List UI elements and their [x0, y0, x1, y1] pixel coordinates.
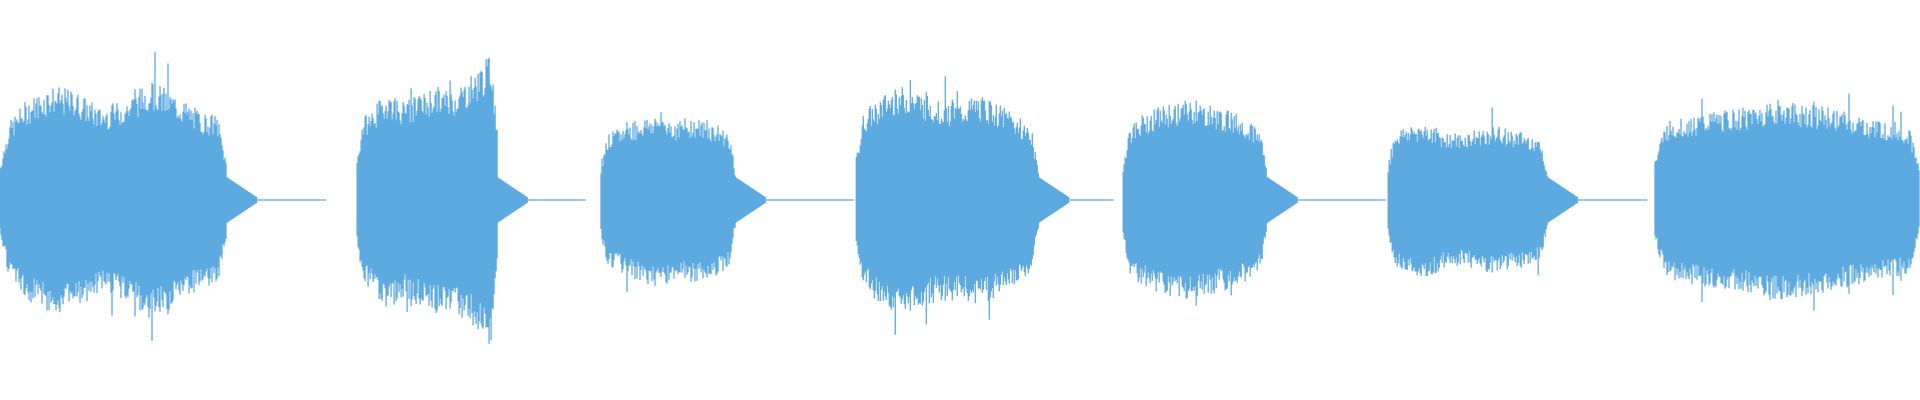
waveform-segments	[0, 51, 1920, 344]
segment-6	[1387, 107, 1648, 276]
segment-4-body	[855, 76, 1039, 335]
segment-5-body	[1122, 100, 1268, 306]
segment-3-body	[600, 112, 736, 293]
segment-4-decay	[1038, 177, 1070, 223]
segment-5-decay	[1266, 177, 1298, 223]
segment-5	[1122, 100, 1387, 306]
segment-2	[356, 57, 586, 344]
segment-6-decay	[1547, 177, 1578, 223]
segment-6-body	[1387, 107, 1548, 276]
segment-2-decay	[496, 177, 528, 223]
segment-7-body	[1654, 93, 1920, 311]
segment-3	[600, 112, 855, 293]
segment-7	[1654, 93, 1920, 311]
segment-4	[855, 76, 1114, 335]
segment-1-decay	[226, 177, 258, 223]
segment-2-body	[356, 57, 498, 344]
segment-1-body	[0, 51, 227, 341]
segment-1	[0, 51, 327, 341]
segment-3-decay	[734, 177, 766, 223]
